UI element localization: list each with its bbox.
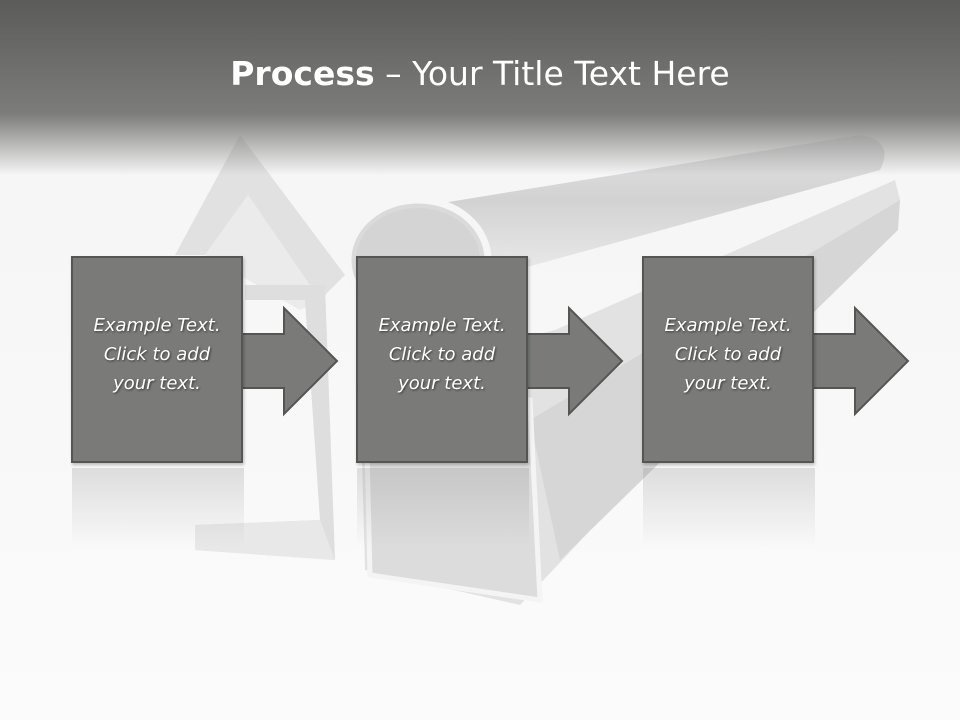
step-text-line-3: your text.: [684, 373, 772, 394]
process-step-3[interactable]: Example Text. Click to add your text.: [642, 256, 910, 466]
process-step-1[interactable]: Example Text. Click to add your text.: [71, 256, 339, 466]
step-3-reflection: [643, 468, 815, 548]
process-step-2[interactable]: Example Text. Click to add your text.: [356, 256, 624, 466]
step-box: [356, 256, 528, 463]
right-arrow-icon: [525, 305, 624, 417]
step-text-line-2: Click to add: [388, 344, 496, 365]
step-box: [71, 256, 243, 463]
right-arrow-icon: [240, 305, 339, 417]
step-1-reflection: [72, 468, 244, 548]
step-box: [642, 256, 814, 463]
step-text-line-2: Click to add: [103, 344, 211, 365]
step-text[interactable]: Example Text. Click to add your text.: [71, 311, 243, 398]
slide-title[interactable]: Process – Your Title Text Here: [0, 52, 960, 96]
step-text-line-1: Example Text.: [664, 315, 792, 336]
title-bold: Process: [230, 54, 375, 93]
step-text[interactable]: Example Text. Click to add your text.: [642, 311, 814, 398]
step-text-line-3: your text.: [398, 373, 486, 394]
step-text-line-1: Example Text.: [93, 315, 221, 336]
step-2-reflection: [357, 468, 529, 548]
step-text-line-2: Click to add: [674, 344, 782, 365]
title-rest: – Your Title Text Here: [374, 54, 730, 93]
step-text-line-1: Example Text.: [378, 315, 506, 336]
right-arrow-icon: [811, 305, 910, 417]
step-text-line-3: your text.: [113, 373, 201, 394]
step-text[interactable]: Example Text. Click to add your text.: [356, 311, 528, 398]
